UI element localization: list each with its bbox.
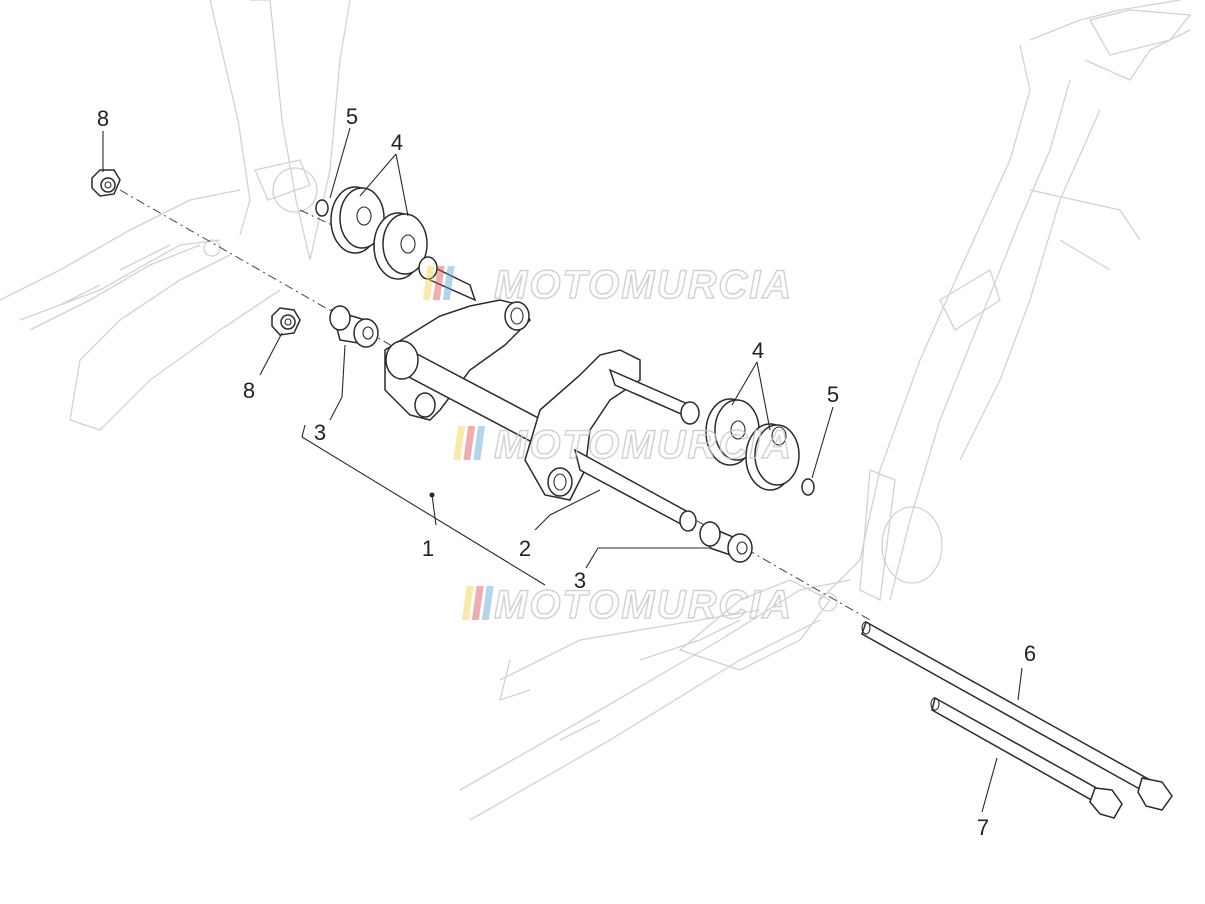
nut-part-8-top [91,169,121,197]
leader-lines [102,127,1023,813]
watermark-text: MOTOMURCIA [494,583,793,627]
bushing-part-3-right [699,521,753,563]
bolt-part-6 [861,620,1173,811]
callout-4-left: 4 [391,130,403,155]
callout-1: 1 [422,536,434,561]
callout-2: 2 [519,536,531,561]
washer-part-4-b [373,212,428,280]
callout-6: 6 [1024,641,1036,666]
nut-part-8-middle [271,307,301,336]
bushing-part-3-left [329,305,379,348]
watermark-stripe-red [463,426,476,460]
watermark-middle: MOTOMURCIA [453,422,793,468]
circlip-part-5-right [801,478,815,496]
watermark-stripe-blue [473,426,486,460]
callout-labels: 8 5 4 8 3 1 2 3 4 5 6 7 [97,104,1036,840]
bolt-part-7 [930,696,1123,819]
callout-3-right: 3 [574,568,586,593]
swingarm-part-1 [384,256,700,501]
callout-3-left: 3 [314,420,326,445]
watermark-stripe-red [432,266,445,300]
washer-part-4-a [330,186,385,254]
frame-outline [0,0,1192,821]
watermark-stripe-blue [442,266,455,300]
washer-part-4-d [745,423,800,491]
callout-5-right: 5 [827,382,839,407]
watermark-bottom: MOTOMURCIA [461,582,793,628]
callout-4-right: 4 [752,338,764,363]
watermark-stripe-blue [481,586,494,620]
callout-5-left: 5 [346,104,358,129]
callout-7: 7 [977,815,989,840]
callout-8-top: 8 [97,106,109,131]
watermark-stripe-yellow [461,586,474,620]
watermark-stripe-yellow [453,426,466,460]
watermark-text: MOTOMURCIA [494,423,793,467]
watermark-stripe-yellow [422,266,435,300]
watermark-text: MOTOMURCIA [494,263,793,307]
circlip-part-5-left [315,199,329,217]
callout-8-middle: 8 [243,378,255,403]
spacer-part-2 [573,448,697,532]
watermark-stripe-red [471,586,484,620]
watermark-top: MOTOMURCIA [422,262,793,308]
